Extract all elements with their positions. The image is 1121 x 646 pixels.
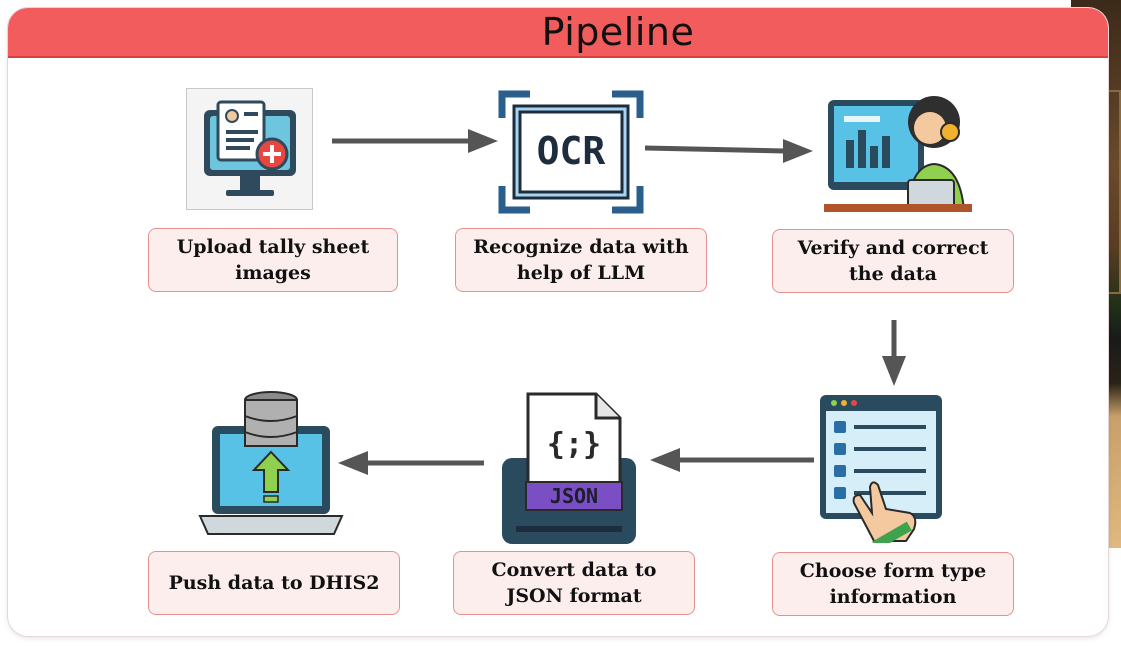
step-label-choose: Choose form type information <box>772 552 1014 616</box>
step-label-upload: Upload tally sheet images <box>148 228 398 292</box>
database-upload-laptop-icon <box>198 391 344 535</box>
page-title: Pipeline <box>541 10 695 54</box>
arrow-upload-to-recognize <box>332 129 498 153</box>
json-file-icon: {;} JSON <box>502 392 636 544</box>
step-label-convert: Convert data to JSON format <box>453 551 695 615</box>
title-banner: Pipeline <box>8 8 1108 58</box>
arrow-verify-to-choose <box>882 320 906 386</box>
checklist-form-icon <box>820 395 942 543</box>
arrow-convert-to-push <box>338 451 484 475</box>
step-label-verify: Verify and correct the data <box>772 229 1014 293</box>
svg-text:{;}: {;} <box>547 427 601 462</box>
pipeline-card: Pipeline OCR <box>8 8 1108 636</box>
arrow-choose-to-convert <box>650 448 814 472</box>
upload-monitor-icon <box>186 88 313 210</box>
arrow-recognize-to-verify <box>644 139 813 163</box>
step-label-push: Push data to DHIS2 <box>148 551 400 615</box>
operator-dashboard-icon <box>824 96 972 212</box>
svg-text:OCR: OCR <box>537 129 606 173</box>
ocr-icon: OCR <box>498 90 644 214</box>
svg-text:JSON: JSON <box>550 484 598 508</box>
step-label-recognize: Recognize data with help of LLM <box>455 228 707 292</box>
